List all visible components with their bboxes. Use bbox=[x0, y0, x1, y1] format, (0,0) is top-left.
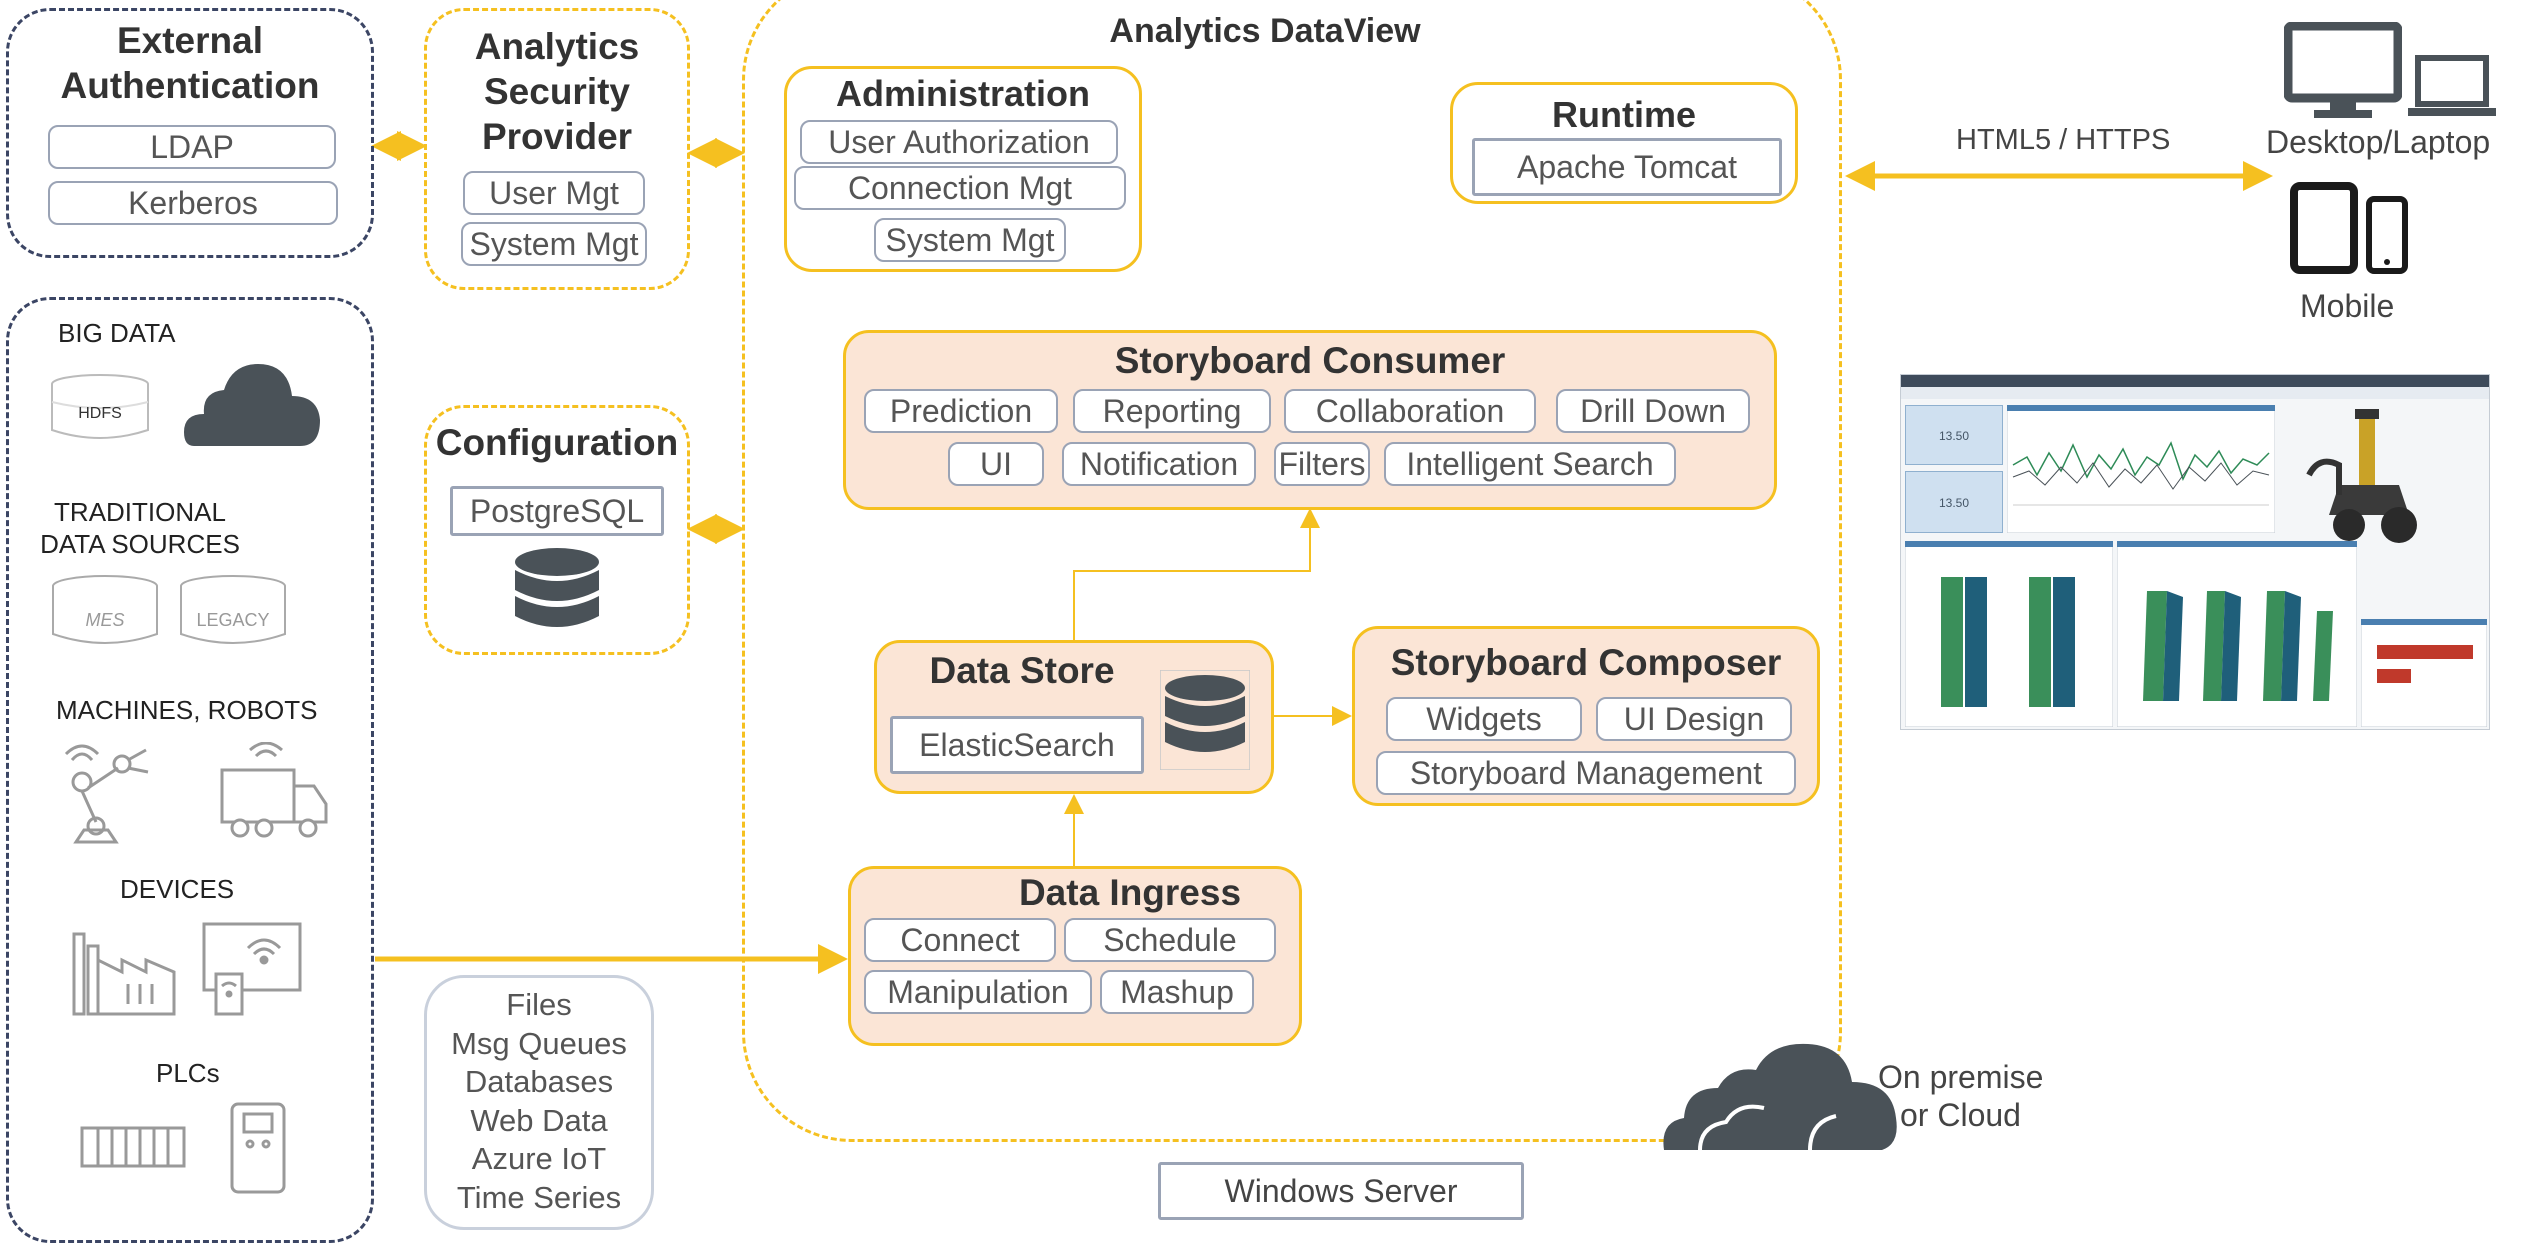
data-ingress-title: Data Ingress bbox=[1018, 872, 1242, 913]
legacy-label: LEGACY bbox=[196, 610, 270, 630]
phone-icon bbox=[2366, 196, 2408, 274]
ldap-chip: LDAP bbox=[48, 125, 336, 169]
database-icon bbox=[515, 548, 599, 627]
source-type-files: Files bbox=[506, 987, 572, 1022]
deployment-cloud-icon bbox=[1663, 1043, 1897, 1150]
security-provider-title: Analytics Security Provider bbox=[474, 26, 640, 157]
desktop-icon bbox=[2284, 22, 2402, 118]
hdfs-icon bbox=[51, 374, 149, 439]
factory-icon bbox=[72, 932, 176, 1016]
datastore-db-icon bbox=[1160, 670, 1250, 770]
storyboard-management-chip: Storyboard Management bbox=[1376, 751, 1796, 795]
data-sources-group bbox=[6, 297, 374, 1243]
system-mgt-chip: System Mgt bbox=[461, 222, 647, 266]
schedule-chip: Schedule bbox=[1064, 918, 1276, 962]
preview-titlebar bbox=[1901, 375, 2489, 387]
tablet-icon bbox=[2290, 182, 2358, 274]
mobile-label: Mobile bbox=[2300, 288, 2395, 324]
big-data-label: BIG DATA bbox=[58, 318, 176, 348]
widgets-chip: Widgets bbox=[1386, 697, 1582, 741]
preview-bar-chart-1 bbox=[1905, 541, 2113, 727]
deployment-label: On premise or Cloud bbox=[1878, 1059, 2044, 1133]
truck-icon bbox=[220, 742, 328, 838]
traditional-label: TRADITIONAL DATA SOURCES bbox=[40, 497, 240, 559]
preview-robot bbox=[2306, 409, 2417, 543]
source-type-web-data: Web Data bbox=[470, 1102, 608, 1138]
plc-controller-icon bbox=[230, 1102, 286, 1194]
machines-label: MACHINES, ROBOTS bbox=[56, 695, 318, 725]
user-authorization-chip: User Authorization bbox=[800, 120, 1118, 164]
connection-mgt-chip: Connection Mgt bbox=[794, 166, 1126, 210]
source-type-msg-queues: Msg Queues bbox=[451, 1025, 627, 1061]
preview-tile-2: 13.50 bbox=[1905, 471, 2003, 533]
filters-chip: Filters bbox=[1274, 442, 1370, 486]
notification-chip: Notification bbox=[1062, 442, 1256, 486]
dashboard-preview: 13.50 13.50 bbox=[1900, 374, 2490, 730]
external-auth-group bbox=[6, 8, 374, 258]
mashup-chip: Mashup bbox=[1100, 970, 1254, 1014]
configuration-title: Configuration bbox=[435, 422, 679, 463]
drill-down-chip: Drill Down bbox=[1556, 389, 1750, 433]
cloud-icon bbox=[184, 364, 320, 446]
storyboard-composer-title: Storyboard Composer bbox=[1390, 642, 1782, 683]
kerberos-chip: Kerberos bbox=[48, 181, 338, 225]
reporting-chip: Reporting bbox=[1073, 389, 1271, 433]
apache-tomcat-chip: Apache Tomcat bbox=[1472, 138, 1782, 196]
security-provider-group bbox=[424, 8, 690, 290]
preview-tile-1: 13.50 bbox=[1905, 405, 2003, 465]
external-auth-title: External Authentication bbox=[60, 20, 320, 106]
dataview-boundary bbox=[742, 0, 1842, 1142]
ui-chip: UI bbox=[948, 442, 1044, 486]
legacy-db-icon bbox=[180, 575, 286, 644]
ui-design-chip: UI Design bbox=[1596, 697, 1792, 741]
robot-arm-icon bbox=[64, 744, 149, 844]
admin-system-mgt-chip: System Mgt bbox=[874, 218, 1066, 262]
devices-label: DEVICES bbox=[120, 874, 235, 904]
data-store-title: Data Store bbox=[929, 650, 1115, 691]
wifi-device-icon bbox=[202, 922, 302, 1016]
preview-timeseries bbox=[2007, 405, 2275, 533]
preview-bar-chart-3 bbox=[2361, 619, 2487, 727]
plcs-label: PLCs bbox=[156, 1058, 220, 1088]
source-types-box bbox=[424, 975, 654, 1230]
laptop-icon bbox=[2408, 55, 2496, 116]
source-type-time-series: Time Series bbox=[456, 1179, 622, 1215]
source-type-databases: Databases bbox=[464, 1064, 614, 1099]
preview-header bbox=[1901, 387, 2489, 399]
dataview-title: Analytics DataView bbox=[1109, 12, 1421, 50]
postgresql-chip: PostgreSQL bbox=[450, 486, 664, 536]
source-types-list: Files Msg Queues Databases Web Data Azur… bbox=[424, 986, 654, 1217]
administration-title: Administration bbox=[835, 73, 1090, 114]
source-type-azure-iot: Azure IoT bbox=[471, 1141, 607, 1176]
collaboration-chip: Collaboration bbox=[1284, 389, 1536, 433]
manipulation-chip: Manipulation bbox=[864, 970, 1092, 1014]
storyboard-consumer-title: Storyboard Consumer bbox=[1114, 340, 1506, 381]
runtime-title: Runtime bbox=[1552, 94, 1696, 135]
configuration-group bbox=[424, 405, 690, 655]
mes-label: MES bbox=[85, 610, 125, 630]
hdfs-label: HDFS bbox=[78, 405, 122, 422]
desktop-label: Desktop/Laptop bbox=[2266, 124, 2491, 160]
protocol-label: HTML5 / HTTPS bbox=[1956, 124, 2171, 156]
prediction-chip: Prediction bbox=[864, 389, 1058, 433]
mes-db-icon bbox=[52, 575, 158, 644]
windows-server-chip: Windows Server bbox=[1158, 1162, 1524, 1220]
elasticsearch-chip: ElasticSearch bbox=[890, 716, 1144, 774]
user-mgt-chip: User Mgt bbox=[463, 171, 645, 215]
intelligent-search-chip: Intelligent Search bbox=[1384, 442, 1676, 486]
connect-chip: Connect bbox=[864, 918, 1056, 962]
preview-bar-chart-2 bbox=[2117, 541, 2357, 727]
plc-rack-icon bbox=[80, 1126, 186, 1168]
